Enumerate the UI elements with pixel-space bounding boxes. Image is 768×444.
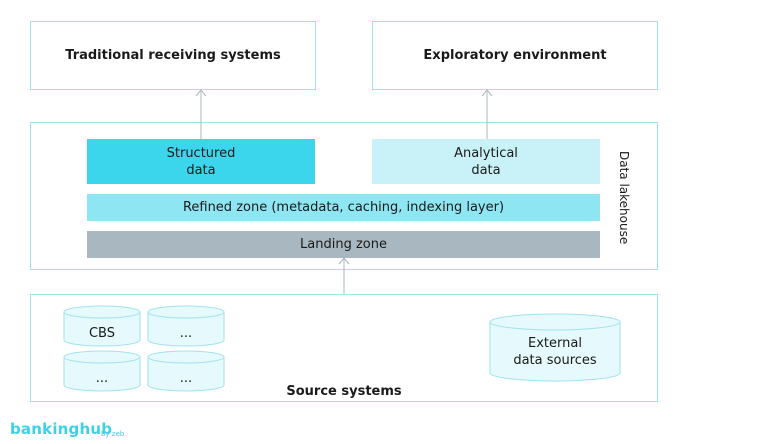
external-data-sources-label: External data sources	[513, 336, 597, 368]
arrow-structured-to-traditional	[195, 89, 207, 139]
landing-zone-label: Landing zone	[300, 237, 387, 252]
arrow-sources-to-landing	[338, 257, 350, 294]
landing-zone-bar: Landing zone	[87, 231, 600, 258]
traditional-receiving-systems-label: Traditional receiving systems	[65, 48, 281, 63]
source-ellipsis-3: ...	[179, 370, 193, 386]
bankinghub-logo: bankinghub	[10, 420, 113, 438]
refined-zone-label: Refined zone (metadata, caching, indexin…	[182, 200, 505, 215]
exploratory-environment-box: Exploratory environment	[372, 21, 658, 90]
analytical-data-block: Analytical data	[372, 139, 600, 184]
cbs-cylinder	[63, 305, 141, 347]
analytical-data-label: Analytical data	[454, 145, 518, 178]
structured-data-block: Structured data	[87, 139, 315, 184]
source-ellipsis-2: ...	[95, 370, 109, 386]
arrow-analytical-to-exploratory	[481, 89, 493, 139]
refined-zone-bar: Refined zone (metadata, caching, indexin…	[87, 194, 600, 221]
external-data-sources-cylinder	[489, 313, 621, 382]
exploratory-environment-label: Exploratory environment	[423, 48, 607, 63]
cylinders	[63, 305, 621, 392]
brand-by-zeb: by zeb	[101, 430, 125, 438]
traditional-receiving-systems-box: Traditional receiving systems	[30, 21, 316, 90]
source-cylinder-3	[63, 350, 141, 392]
source-cylinder-2	[147, 305, 225, 347]
cbs-label: CBS	[88, 325, 116, 341]
source-ellipsis-1: ...	[179, 325, 193, 341]
arrows	[195, 89, 493, 294]
source-cylinder-4	[147, 350, 225, 392]
structured-data-label: Structured data	[166, 145, 236, 178]
source-systems-title: Source systems	[286, 383, 402, 399]
